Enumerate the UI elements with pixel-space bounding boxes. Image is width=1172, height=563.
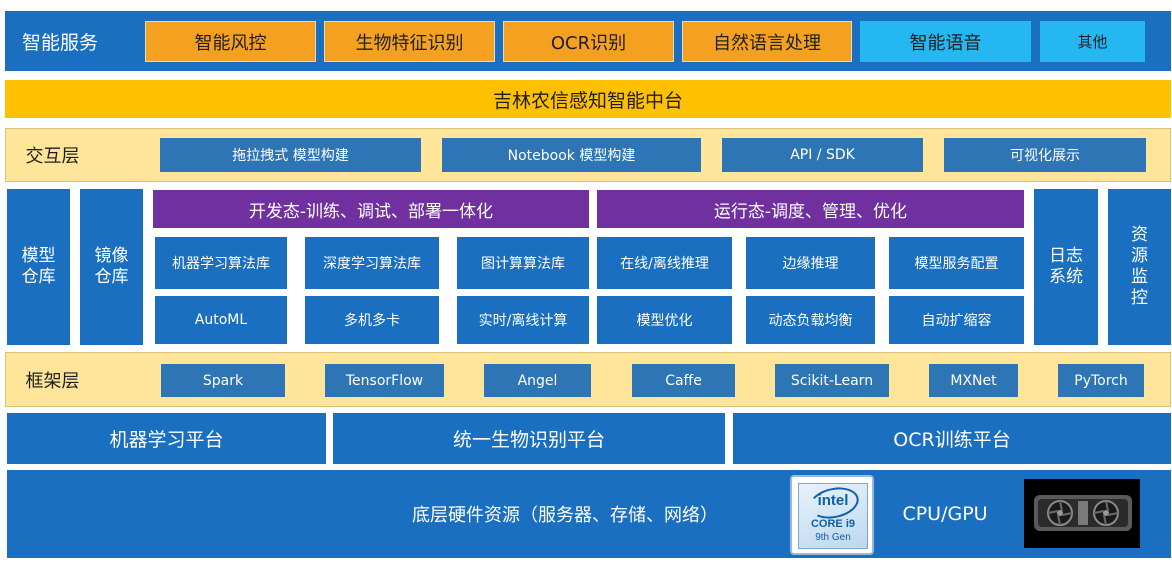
framework-mxnet[interactable]: MXNet: [929, 364, 1018, 397]
intel-core-i9-logo: intel CORE i9 9th Gen: [790, 475, 874, 555]
dl-algorithm-library[interactable]: 深度学习算法库: [305, 237, 439, 289]
dynamic-load-balancing[interactable]: 动态负载均衡: [746, 296, 875, 344]
cpu-gpu-label: CPU/GPU: [902, 503, 988, 525]
drag-drop-modeling-button[interactable]: 拖拉拽式 模型构建: [160, 138, 421, 172]
api-sdk-button[interactable]: API / SDK: [722, 138, 923, 172]
intel-gen-text: 9th Gen: [815, 532, 851, 543]
automl-cell[interactable]: AutoML: [155, 296, 287, 344]
service-ocr[interactable]: OCR识别: [503, 21, 674, 62]
framework-spark[interactable]: Spark: [161, 364, 285, 397]
model-service-config[interactable]: 模型服务配置: [889, 237, 1024, 289]
graph-algorithm-library[interactable]: 图计算算法库: [457, 237, 589, 289]
service-biometric[interactable]: 生物特征识别: [324, 21, 495, 62]
log-system[interactable]: 日志 系统: [1034, 189, 1098, 345]
edge-inference[interactable]: 边缘推理: [746, 237, 875, 289]
realtime-offline-compute[interactable]: 实时/离线计算: [457, 296, 589, 344]
ml-algorithm-library[interactable]: 机器学习算法库: [155, 237, 287, 289]
run-state-title: 运行态-调度、管理、优化: [597, 190, 1024, 228]
service-voice[interactable]: 智能语音: [860, 21, 1031, 62]
service-risk-control[interactable]: 智能风控: [145, 21, 316, 62]
intel-model-text: CORE i9: [810, 518, 855, 530]
framework-tensorflow[interactable]: TensorFlow: [325, 364, 444, 397]
platform-banner: 吉林农信感知智能中台: [5, 80, 1171, 118]
model-optimization[interactable]: 模型优化: [597, 296, 732, 344]
multi-gpu-cell[interactable]: 多机多卡: [305, 296, 439, 344]
intel-brand-text: intel: [817, 492, 849, 509]
hardware-layer: [7, 470, 1171, 558]
model-repository[interactable]: 模型 仓库: [7, 189, 70, 345]
framework-pytorch[interactable]: PyTorch: [1058, 364, 1144, 397]
dev-state-title: 开发态-训练、调试、部署一体化: [153, 190, 589, 228]
hardware-label: 底层硬件资源（服务器、存储、网络）: [412, 505, 718, 526]
service-other[interactable]: 其他: [1040, 21, 1145, 62]
online-offline-inference[interactable]: 在线/离线推理: [597, 237, 732, 289]
service-nlp[interactable]: 自然语言处理: [682, 21, 852, 62]
interaction-layer-label: 交互层: [25, 146, 80, 167]
ocr-training-platform[interactable]: OCR训练平台: [733, 413, 1171, 464]
notebook-modeling-button[interactable]: Notebook 模型构建: [442, 138, 701, 172]
ml-platform[interactable]: 机器学习平台: [7, 413, 326, 464]
framework-layer-label: 框架层: [25, 370, 80, 392]
framework-caffe[interactable]: Caffe: [632, 364, 735, 397]
framework-angel[interactable]: Angel: [484, 364, 591, 397]
gpu-card-icon: [1024, 479, 1140, 548]
image-repository[interactable]: 镜像 仓库: [80, 189, 143, 345]
resource-monitoring[interactable]: 资 源 监 控: [1108, 189, 1171, 345]
framework-scikit-learn[interactable]: Scikit-Learn: [775, 364, 889, 397]
visualization-button[interactable]: 可视化展示: [944, 138, 1146, 172]
biometric-platform[interactable]: 统一生物识别平台: [333, 413, 725, 464]
auto-scaling[interactable]: 自动扩缩容: [889, 296, 1024, 344]
smart-services-label: 智能服务: [21, 31, 98, 54]
